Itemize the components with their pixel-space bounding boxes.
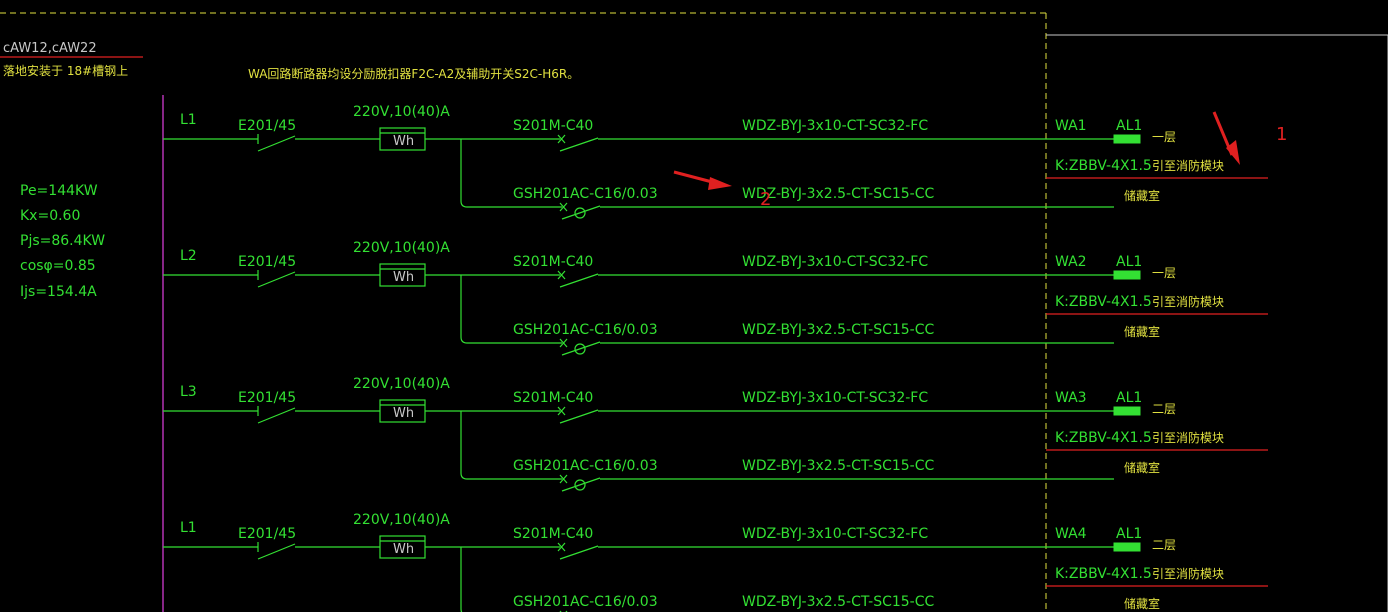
pjs-value: Pjs=86.4KW <box>20 233 105 249</box>
meter-symbol: Wh <box>393 270 414 285</box>
rcd-cable-label: WDZ-BYJ-3x2.5-CT-SC15-CC <box>742 186 934 202</box>
branch-cable-label: WDZ-BYJ-3x10-CT-SC32-FC <box>742 254 928 270</box>
markup-label-2: 2 <box>760 189 771 210</box>
rcd-symbol <box>574 207 586 219</box>
floor-label: 一层 <box>1152 266 1176 280</box>
meter-symbol: Wh <box>393 406 414 421</box>
rcd-cable-label: WDZ-BYJ-3x2.5-CT-SC15-CC <box>742 322 934 338</box>
control-note-label: 引至消防模块 <box>1152 430 1224 445</box>
branch-breaker-label: S201M-C40 <box>513 118 593 134</box>
floor-label: 一层 <box>1152 130 1176 144</box>
room-label: 储藏室 <box>1124 324 1160 339</box>
main-breaker-label: E201/45 <box>238 390 296 406</box>
rcd-breaker-label: GSH201AC-C16/0.03 <box>513 186 658 202</box>
branch-cable-label: WDZ-BYJ-3x10-CT-SC32-FC <box>742 390 928 406</box>
control-note-label: 引至消防模块 <box>1152 158 1224 173</box>
panel-label: AL1 <box>1116 526 1142 542</box>
floor-label: 二层 <box>1152 402 1176 416</box>
main-breaker-label: E201/45 <box>238 118 296 134</box>
panel-symbol <box>1113 270 1141 280</box>
phase-label: L1 <box>180 520 197 536</box>
branch-breaker-label: S201M-C40 <box>513 390 593 406</box>
control-note-label: 引至消防模块 <box>1152 566 1224 581</box>
panel-label: AL1 <box>1116 254 1142 270</box>
room-label: 储藏室 <box>1124 188 1160 203</box>
markup-label-1: 1 <box>1276 124 1287 145</box>
rcd-symbol <box>574 343 586 355</box>
phase-label: L1 <box>180 112 197 128</box>
panel-symbol <box>1113 134 1141 144</box>
floor-label: 二层 <box>1152 538 1176 552</box>
rcd-cable-label: WDZ-BYJ-3x2.5-CT-SC15-CC <box>742 594 934 610</box>
cos-value: cosφ=0.85 <box>20 258 96 274</box>
phase-label: L2 <box>180 248 197 264</box>
main-breaker-label: E201/45 <box>238 526 296 542</box>
control-cable-label: K:ZBBV-4X1.5 <box>1055 566 1152 582</box>
pe-value: Pe=144KW <box>20 183 98 199</box>
rcd-cable-label: WDZ-BYJ-3x2.5-CT-SC15-CC <box>742 458 934 474</box>
meter-rating-label: 220V,10(40)A <box>353 240 450 256</box>
control-cable-label: K:ZBBV-4X1.5 <box>1055 294 1152 310</box>
meter-rating-label: 220V,10(40)A <box>353 104 450 120</box>
markup-arrow-1 <box>1212 111 1240 165</box>
branch-breaker-label: S201M-C40 <box>513 254 593 270</box>
rcd-breaker-label: GSH201AC-C16/0.03 <box>513 594 658 610</box>
rcd-symbol <box>574 479 586 491</box>
mount-note-label: 落地安装于 18#槽钢上 <box>3 63 128 78</box>
meter-rating-label: 220V,10(40)A <box>353 512 450 528</box>
meter-symbol: Wh <box>393 542 414 557</box>
control-cable-label: K:ZBBV-4X1.5 <box>1055 430 1152 446</box>
branch-breaker-label: S201M-C40 <box>513 526 593 542</box>
control-cable-label: K:ZBBV-4X1.5 <box>1055 158 1152 174</box>
panel-label: AL1 <box>1116 390 1142 406</box>
breaker-note-label: WA回路断路器均设分励脱扣器F2C-A2及辅助开关S2C-H6R。 <box>248 66 579 81</box>
markup-arrow-2 <box>673 170 732 190</box>
main-breaker-label: E201/45 <box>238 254 296 270</box>
circuit-id-label: WA4 <box>1055 526 1087 542</box>
circuit-id-label: WA2 <box>1055 254 1087 270</box>
panel-symbol <box>1113 542 1141 552</box>
panel-label: AL1 <box>1116 118 1142 134</box>
branch-cable-label: WDZ-BYJ-3x10-CT-SC32-FC <box>742 526 928 542</box>
phase-label: L3 <box>180 384 197 400</box>
room-label: 储藏室 <box>1124 596 1160 611</box>
kx-value: Kx=0.60 <box>20 208 80 224</box>
ijs-value: Ijs=154.4A <box>20 284 97 300</box>
rcd-breaker-label: GSH201AC-C16/0.03 <box>513 458 658 474</box>
panel-symbol <box>1113 406 1141 416</box>
circuit-id-label: WA3 <box>1055 390 1087 406</box>
meter-rating-label: 220V,10(40)A <box>353 376 450 392</box>
load-calculation-block: Pe=144KW Kx=0.60 Pjs=86.4KW cosφ=0.85 Ij… <box>20 183 105 300</box>
meter-symbol: Wh <box>393 134 414 149</box>
room-label: 储藏室 <box>1124 460 1160 475</box>
rcd-breaker-label: GSH201AC-C16/0.03 <box>513 322 658 338</box>
control-note-label: 引至消防模块 <box>1152 294 1224 309</box>
cabinet-ids-label: cAW12,cAW22 <box>3 41 97 56</box>
circuit-id-label: WA1 <box>1055 118 1087 134</box>
branch-cable-label: WDZ-BYJ-3x10-CT-SC32-FC <box>742 118 928 134</box>
